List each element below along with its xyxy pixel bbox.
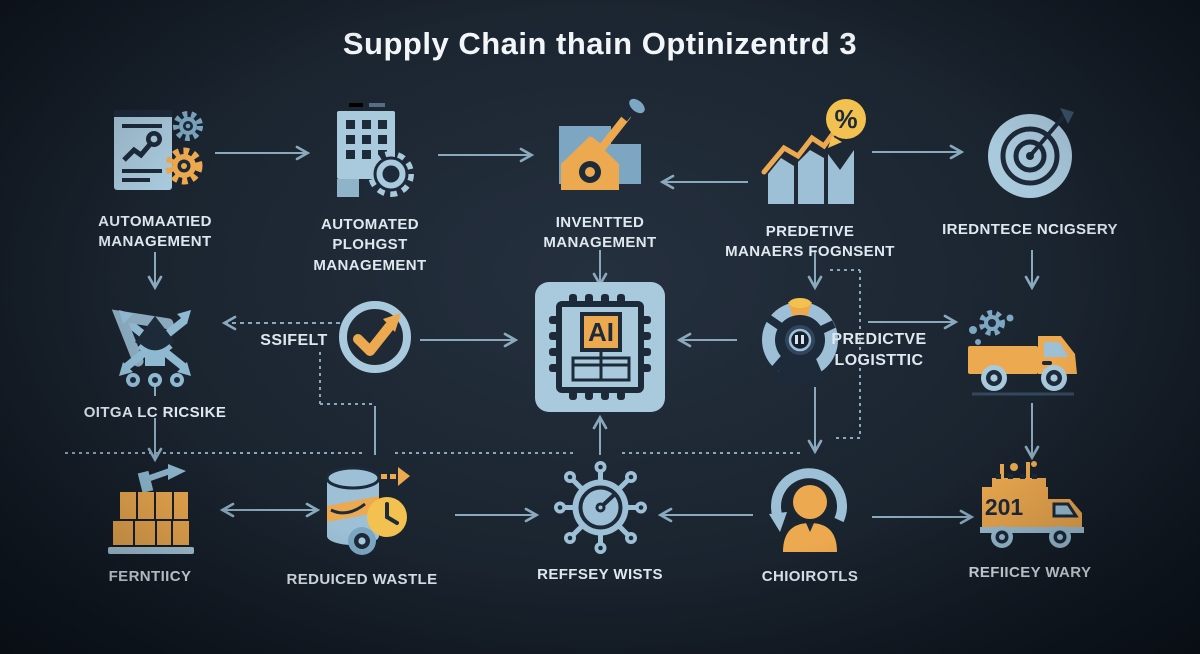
node-label: FERNTIICY xyxy=(108,568,192,585)
person-cycle-icon xyxy=(769,468,847,552)
node-check-circle xyxy=(337,299,413,375)
gauge-nodes-icon xyxy=(553,461,647,554)
check-arrow-circle-icon xyxy=(339,301,411,373)
node-label: INVENTTED MANAGEMENT xyxy=(543,214,657,252)
crossed-arrows-icon xyxy=(111,309,191,387)
shift-note-label: SSIFELT xyxy=(260,332,328,349)
page-title: Supply Chain thain Optinizentrd 3 xyxy=(342,26,858,61)
node-segmented-donut xyxy=(754,294,846,386)
donut-chart-icon xyxy=(762,298,838,382)
pallet-boxes-icon xyxy=(107,464,194,554)
truck-201-icon: 201 xyxy=(980,461,1084,548)
node-ai-core: AI xyxy=(535,282,665,412)
node-label: CHIOIROTLS xyxy=(761,568,859,585)
truck-gear-icon xyxy=(968,310,1077,396)
growth-house-icon xyxy=(558,98,645,190)
node-label: AUTOMAATIED MANAGEMENT xyxy=(98,213,212,251)
node-target-accuracy: IREDNTECE NCIGSERY xyxy=(928,104,1132,240)
node-inventory-management: INVENTTED MANAGEMENT xyxy=(498,98,702,254)
node-label: AUTOMATED PLOHGST MANAGEMENT xyxy=(313,216,427,274)
ai-chip-text: AI xyxy=(588,317,614,347)
node-delivery-truck xyxy=(962,306,1087,401)
node-pallet-stock: FERNTIICY xyxy=(58,462,242,587)
building-gear-icon xyxy=(337,103,414,197)
ai-chip-icon: AI xyxy=(535,282,665,412)
node-label: REDUICED WASTLE xyxy=(286,571,438,588)
bar-chart-percent-icon: % xyxy=(761,99,866,204)
target-arrow-icon xyxy=(988,108,1074,198)
node-fleet-truck: 201 REFIICEY WARY xyxy=(928,458,1132,583)
node-label: PREDETIVE MANAERS FOGNSENT xyxy=(725,223,895,261)
node-label: REFIICEY WARY xyxy=(968,564,1092,581)
truck-number: 201 xyxy=(985,494,1024,520)
node-label: OITGA LC RICSIKE xyxy=(83,404,227,421)
percent-badge: % xyxy=(834,104,857,134)
node-logistics-routing: OITGA LC RICSIKE xyxy=(50,296,260,423)
node-automated-facility: AUTOMATED PLOHGST MANAGEMENT xyxy=(268,100,472,276)
node-predictive-forecast: % PREDETIVE MANAERS FOGNSENT xyxy=(698,92,922,263)
node-label: REFFSEY WISTS xyxy=(537,566,663,583)
node-customer-loop: CHIOIROTLS xyxy=(716,462,904,587)
node-reduced-waste: REDUICED WASTLE xyxy=(258,460,466,590)
node-label: IREDNTECE NCIGSERY xyxy=(942,221,1118,238)
predictive-logistics-label: PREDICTVE LOGISTTIC xyxy=(831,331,927,369)
document-gears-icon xyxy=(114,110,203,190)
node-efficiency-gauge: REFFSEY WISTS xyxy=(508,460,692,585)
node-automated-document: AUTOMAATIED MANAGEMENT xyxy=(55,102,255,253)
barrel-clock-icon xyxy=(325,466,410,555)
